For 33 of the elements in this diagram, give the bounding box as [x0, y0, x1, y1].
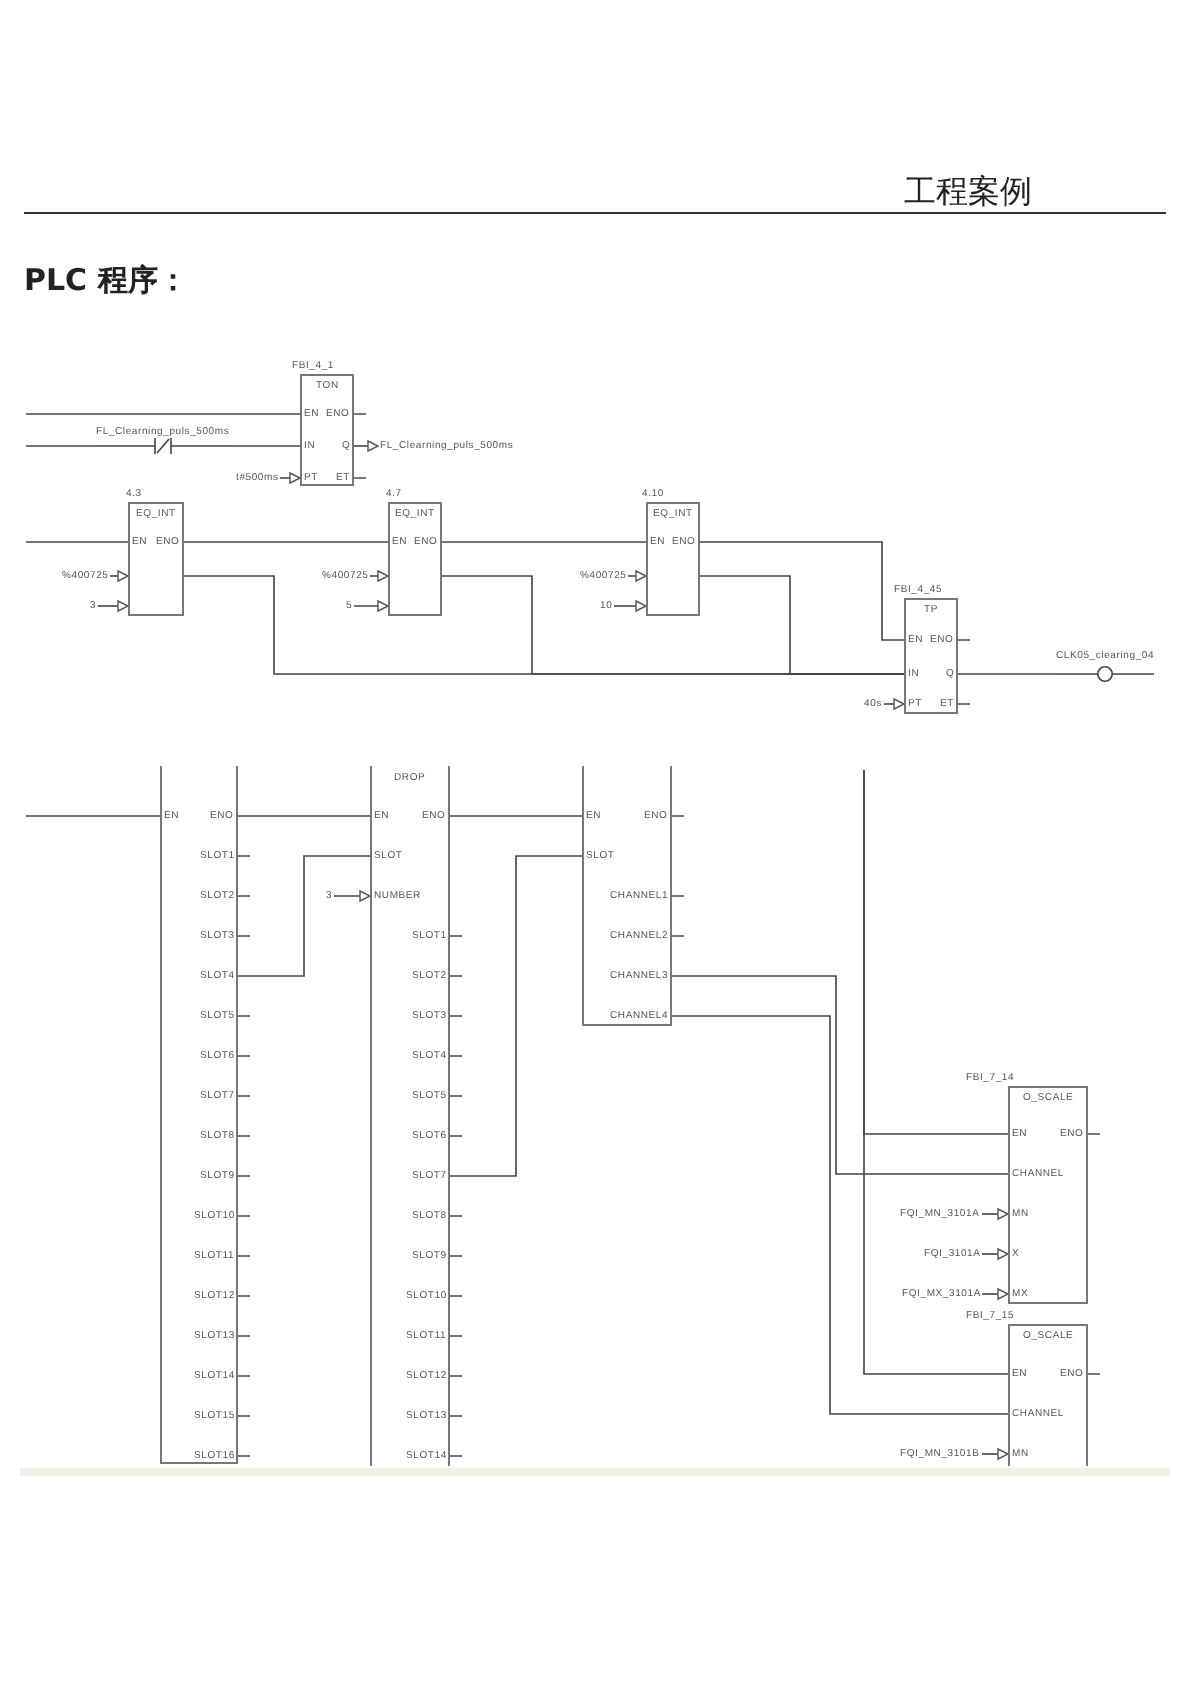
- wire: [441, 541, 647, 543]
- wire: [449, 815, 583, 817]
- wire: [699, 541, 905, 641]
- wire: [183, 541, 389, 543]
- wire: [369, 570, 389, 582]
- wire: [25, 445, 97, 447]
- wire: [957, 673, 1057, 675]
- wire: [981, 1248, 1009, 1260]
- wire: [883, 698, 905, 710]
- wire: [981, 1288, 1009, 1300]
- wire: [671, 1015, 1009, 1415]
- page-heading: 工程案例: [904, 172, 1032, 210]
- wire: [25, 541, 129, 543]
- wire: [237, 855, 371, 977]
- wire: [671, 975, 1009, 1175]
- wire: [981, 1448, 1009, 1460]
- wire: [97, 600, 129, 612]
- wire: [109, 570, 129, 582]
- wire: [229, 445, 301, 447]
- section-heading: PLC 程序：: [24, 262, 188, 298]
- wire: [613, 600, 647, 612]
- wire: [25, 815, 161, 817]
- wire: [279, 472, 301, 484]
- wire: [699, 575, 905, 675]
- wire: [863, 769, 1009, 1375]
- wire: [333, 890, 371, 902]
- wire: [627, 570, 647, 582]
- wire: [353, 440, 379, 452]
- wire: [353, 600, 389, 612]
- wire: [449, 855, 583, 1177]
- wire: [237, 815, 371, 817]
- wire: [25, 413, 301, 415]
- wire: [981, 1208, 1009, 1220]
